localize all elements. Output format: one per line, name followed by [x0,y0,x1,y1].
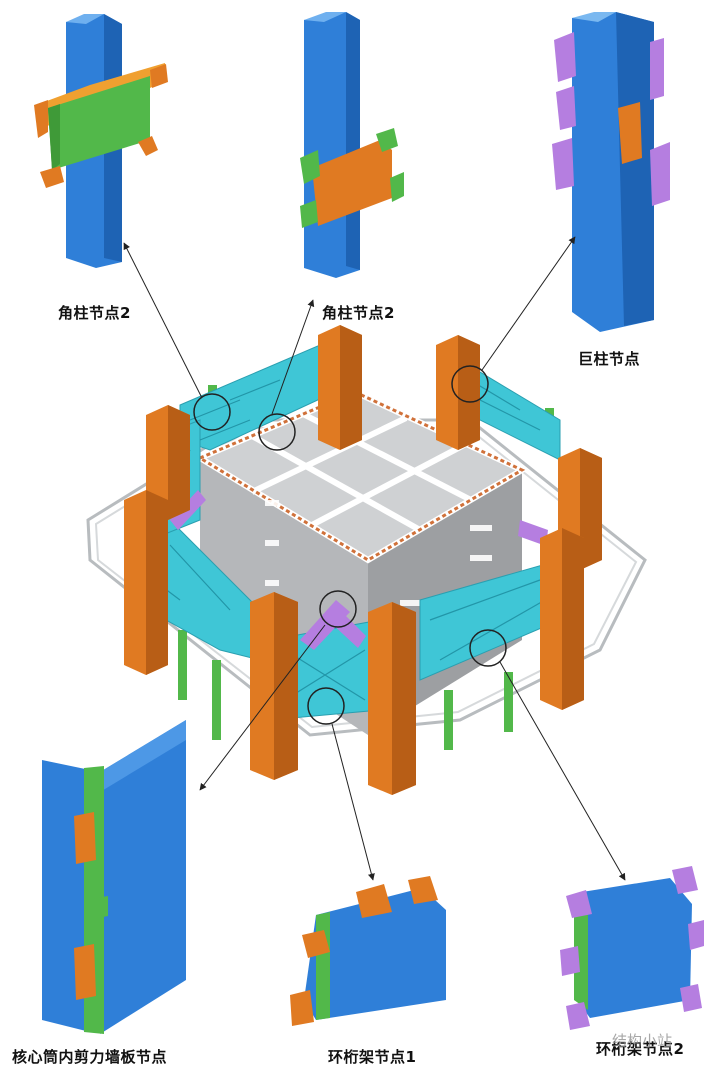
watermark-text: 结构小站 [612,1032,673,1050]
label-ring-truss-joint-2: 环桁架节点2 [596,1040,685,1058]
core-shear-wall-joint-detail [42,720,186,1034]
label-corner-column-joint-2: 角柱节点2 [322,304,395,322]
callout-circle-mega [451,365,489,403]
corner-column-joint-2-detail [300,12,404,278]
label-ring-truss-joint-1: 环桁架节点1 [328,1048,417,1066]
callout-circle-ring-1 [307,687,345,725]
callout-circle-corner-2 [258,413,296,451]
corner-column-joint-1-detail [34,14,168,268]
label-mega-column-joint: 巨柱节点 [578,350,641,368]
callout-circle-ring-2 [469,629,507,667]
mega-column-joint-detail [552,12,670,332]
label-core-shear-wall-joint: 核心筒内剪力墙板节点 [12,1048,168,1066]
leader-arrows [123,236,626,881]
callout-circle-shear-wall [319,590,357,628]
central-building-model [86,325,647,795]
ring-truss-joint-2-detail [560,866,704,1030]
callout-circle-corner-1 [193,393,231,431]
label-corner-column-joint-1: 角柱节点2 [58,304,131,322]
orange-columns [124,325,602,795]
ring-truss-joint-1-detail [290,876,446,1026]
